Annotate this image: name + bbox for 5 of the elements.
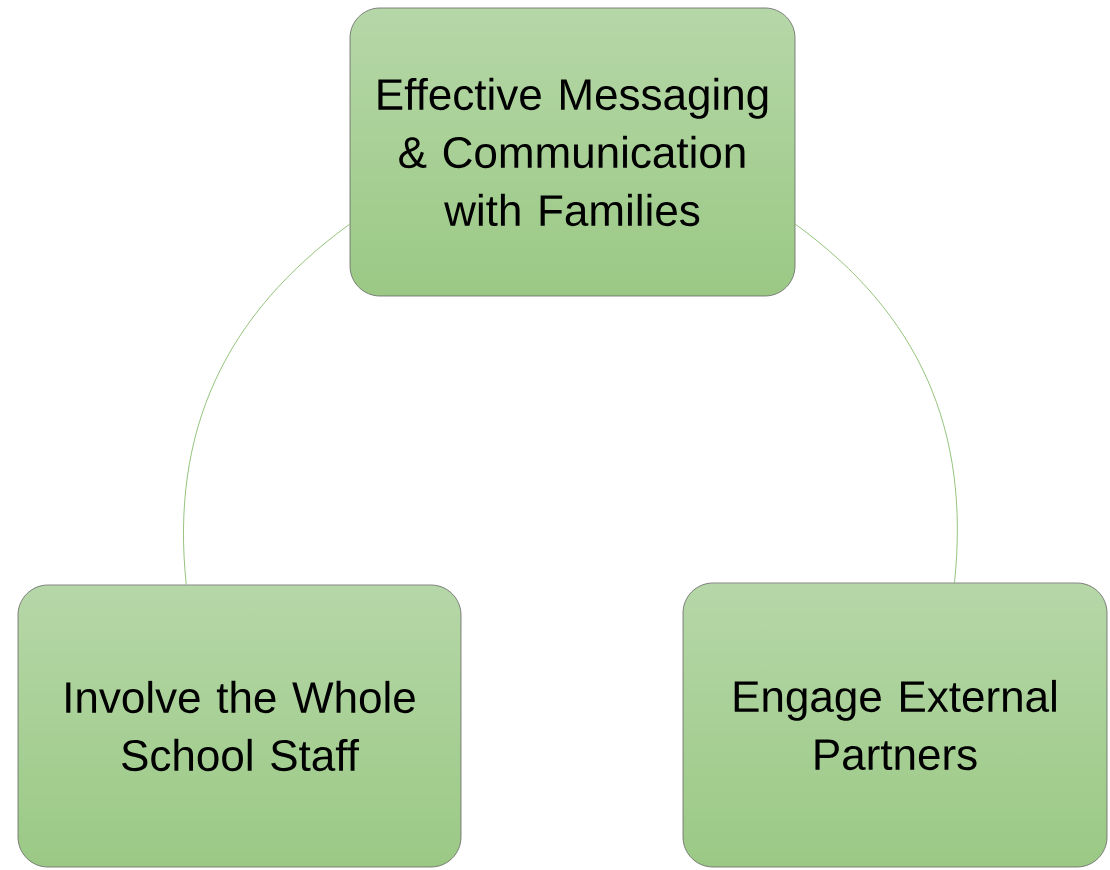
process-box: Effective Messaging & Communication with Families [349,7,796,297]
connector-arc [183,223,350,585]
connector-arc [795,223,958,583]
process-box: Involve the Whole School Staff [17,584,462,868]
process-box: Engage External Partners [682,582,1108,868]
